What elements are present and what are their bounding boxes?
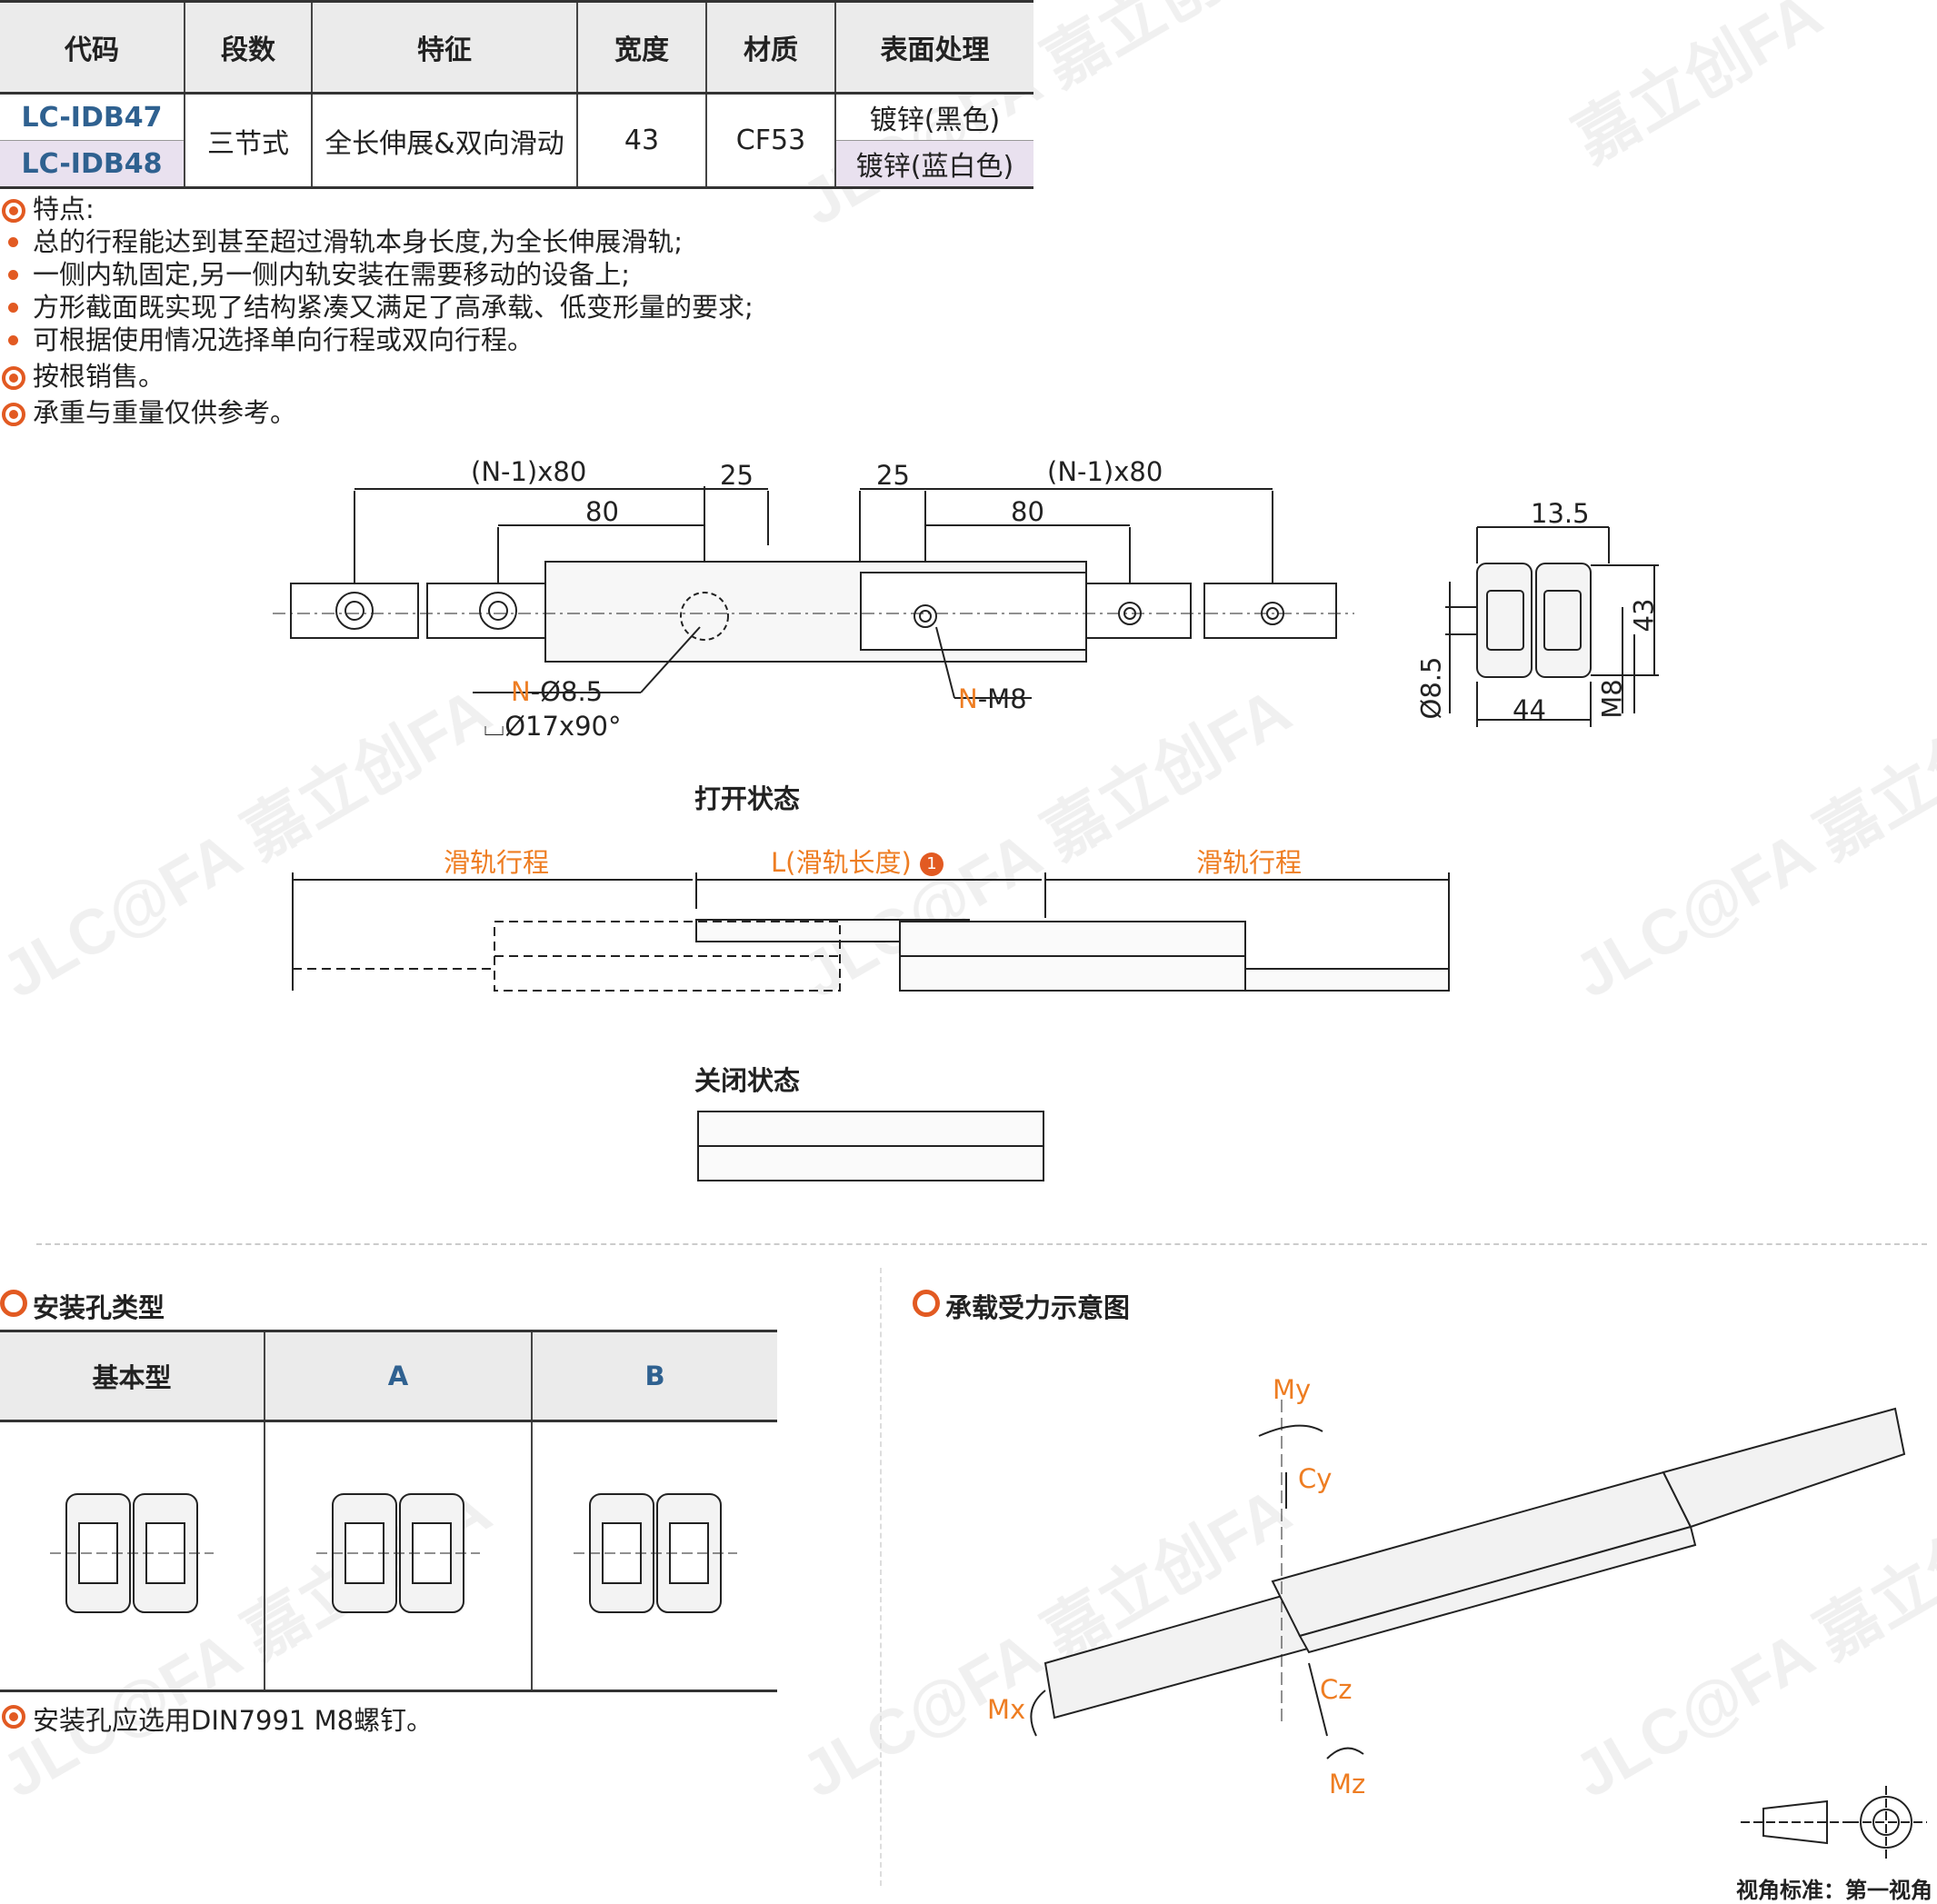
closed-state-drawing bbox=[691, 1104, 1054, 1186]
side-dim-m8: M8 bbox=[1597, 679, 1628, 718]
dim-25-left: 25 bbox=[720, 460, 754, 491]
list-item: 可根据使用情况选择单向行程或双向行程。 bbox=[0, 324, 754, 356]
header-width: 宽度 bbox=[577, 2, 706, 94]
hole-note-1: N-Ø8.5 bbox=[511, 676, 603, 707]
side-dim-44: 44 bbox=[1513, 694, 1546, 725]
side-dim-d85: Ø8.5 bbox=[1415, 657, 1446, 720]
svg-text:嘉立创FA: 嘉立创FA bbox=[1563, 0, 1833, 175]
label-mz: Mz bbox=[1329, 1769, 1365, 1799]
mount-b-section bbox=[532, 1421, 777, 1691]
side-dim-13-5: 13.5 bbox=[1531, 498, 1590, 529]
product-code: LC-IDB47 bbox=[0, 94, 185, 141]
label-mx: Mx bbox=[987, 1694, 1025, 1725]
bullet-ring-icon bbox=[2, 403, 25, 426]
features-title: 特点: bbox=[0, 193, 754, 225]
label-my: My bbox=[1273, 1374, 1311, 1405]
dim-n1x80-right: (N-1)x80 bbox=[1047, 456, 1163, 487]
mounting-images-row bbox=[0, 1421, 777, 1691]
section-ring-icon bbox=[0, 1290, 27, 1317]
table-row: LC-IDB47 三节式 全长伸展&双向滑动 43 CF53 镀锌(黑色) bbox=[0, 94, 1033, 141]
mount-a-section bbox=[265, 1421, 532, 1691]
finish-cell: 镀锌(蓝白色) bbox=[835, 141, 1033, 188]
label-cy: Cy bbox=[1298, 1463, 1332, 1494]
note-item: 承重与重量仅供参考。 bbox=[0, 396, 754, 429]
mount-basic-section bbox=[0, 1421, 265, 1691]
mounting-table: 基本型 A B bbox=[0, 1330, 777, 1692]
bullet-dot-icon bbox=[8, 270, 18, 280]
bullet-dot-icon bbox=[8, 303, 18, 313]
header-material: 材质 bbox=[706, 2, 835, 94]
list-item: 方形截面既实现了结构紧凑又满足了高承载、低变形量的要求; bbox=[0, 291, 754, 324]
section-basic-drawing bbox=[41, 1476, 223, 1630]
bullet-ring-icon bbox=[2, 366, 25, 390]
product-code: LC-IDB48 bbox=[0, 141, 185, 188]
mount-type-a: A bbox=[265, 1331, 532, 1421]
material-cell: CF53 bbox=[706, 94, 835, 188]
dim-80-left: 80 bbox=[585, 496, 619, 527]
dim-n1x80-left: (N-1)x80 bbox=[471, 456, 586, 487]
section-divider bbox=[36, 1243, 1927, 1245]
spec-table: 代码 段数 特征 宽度 材质 表面处理 LC-IDB47 三节式 全长伸展&双向… bbox=[0, 0, 1033, 189]
section-a-drawing bbox=[307, 1476, 489, 1630]
projection-symbol-icon bbox=[1736, 1781, 1936, 1863]
finish-cell: 镀锌(黑色) bbox=[835, 94, 1033, 141]
open-state-drawing bbox=[273, 863, 1473, 1000]
width-cell: 43 bbox=[577, 94, 706, 188]
mounting-title: 安装孔类型 bbox=[33, 1287, 165, 1325]
section-b-drawing bbox=[564, 1476, 746, 1630]
hole-note-2: ⌴Ø17x90° bbox=[484, 711, 622, 743]
features-list: 特点: 总的行程能达到甚至超过滑轨本身长度,为全长伸展滑轨; 一侧内轨固定,另一… bbox=[0, 193, 754, 429]
mount-type-basic: 基本型 bbox=[0, 1331, 265, 1421]
header-finish: 表面处理 bbox=[835, 2, 1033, 94]
closed-state-title: 关闭状态 bbox=[694, 1060, 800, 1098]
header-code: 代码 bbox=[0, 2, 185, 94]
feature-cell: 全长伸展&双向滑动 bbox=[312, 94, 577, 188]
bullet-ring-icon bbox=[2, 199, 25, 223]
load-diagram bbox=[1000, 1363, 1937, 1799]
load-title: 承载受力示意图 bbox=[945, 1287, 1130, 1325]
bullet-dot-icon bbox=[8, 335, 18, 345]
bullet-ring-icon bbox=[2, 1705, 25, 1729]
dim-25-right: 25 bbox=[876, 460, 910, 491]
section-ring-icon bbox=[913, 1290, 940, 1317]
list-item: 总的行程能达到甚至超过滑轨本身长度,为全长伸展滑轨; bbox=[0, 225, 754, 258]
header-feature: 特征 bbox=[312, 2, 577, 94]
mounting-note: 安装孔应选用DIN7991 M8螺钉。 bbox=[33, 1700, 433, 1738]
header-sections: 段数 bbox=[185, 2, 312, 94]
m8-note: N-M8 bbox=[958, 683, 1027, 714]
open-state-title: 打开状态 bbox=[694, 778, 800, 816]
view-standard-label: 视角标准：第一视角 bbox=[1736, 1872, 1932, 1904]
bullet-dot-icon bbox=[8, 237, 18, 247]
list-item: 一侧内轨固定,另一侧内轨安装在需要移动的设备上; bbox=[0, 258, 754, 291]
sections-cell: 三节式 bbox=[185, 94, 312, 188]
dim-80-right: 80 bbox=[1011, 496, 1044, 527]
mounting-header-row: 基本型 A B bbox=[0, 1331, 777, 1421]
column-divider bbox=[880, 1268, 882, 1886]
mount-type-b: B bbox=[532, 1331, 777, 1421]
side-dim-43: 43 bbox=[1628, 599, 1659, 633]
note-item: 按根销售。 bbox=[0, 360, 754, 393]
spec-header-row: 代码 段数 特征 宽度 材质 表面处理 bbox=[0, 2, 1033, 94]
label-cz: Cz bbox=[1320, 1674, 1352, 1705]
